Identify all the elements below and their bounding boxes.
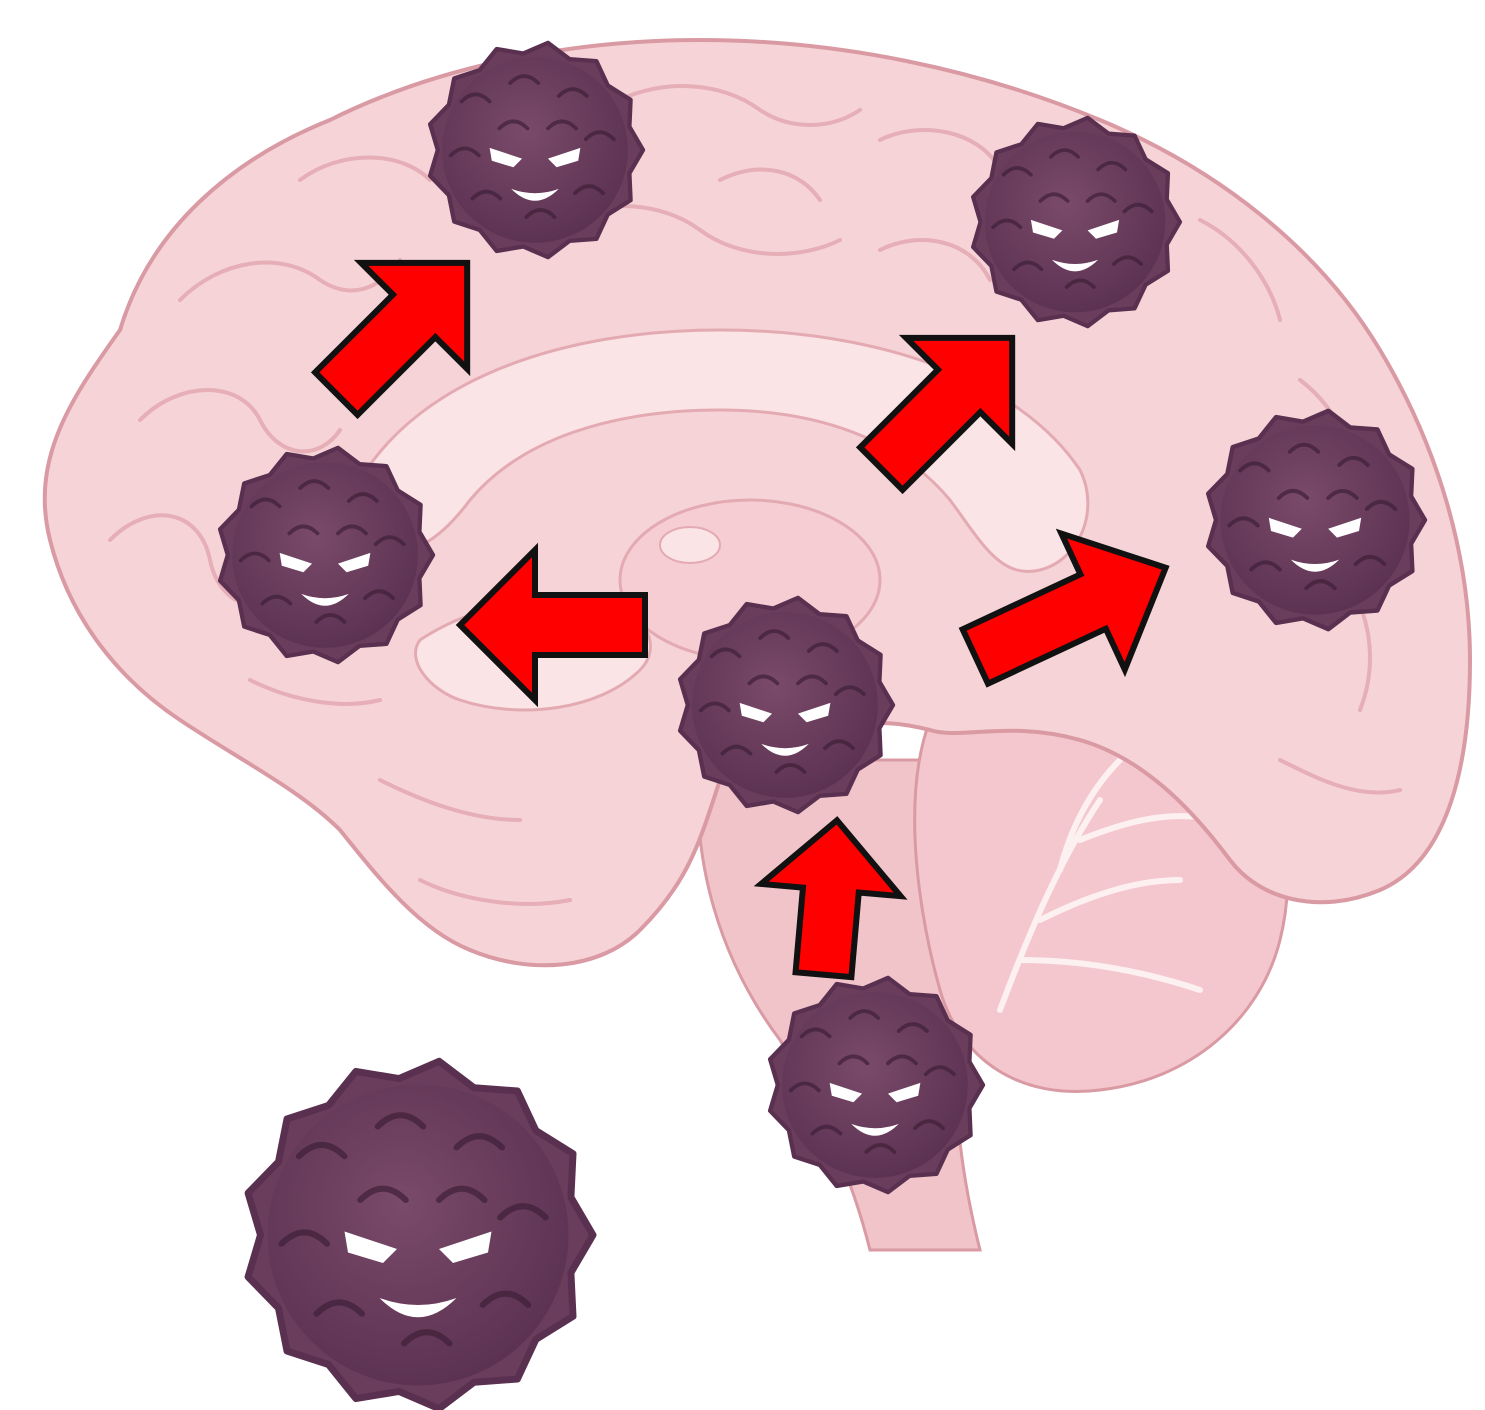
smiling-germ-icon [248,1061,593,1408]
thalamus-highlight [660,527,720,563]
